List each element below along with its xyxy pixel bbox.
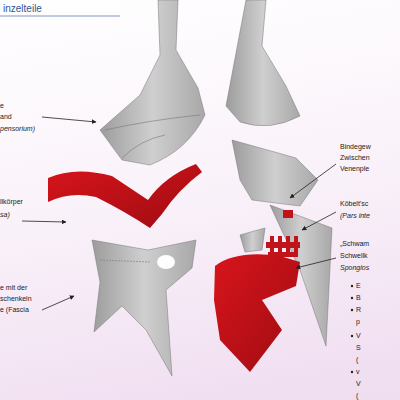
title-rule [0,16,120,17]
part-label: ( [356,356,358,364]
part-label: Köbelt'sc [340,200,368,208]
part-label: ( [356,392,358,400]
part-label: E [356,282,361,290]
leader-lines [22,117,336,310]
part-label: Spongios [340,264,369,272]
part-label: B [356,294,361,302]
part-label: „Schwam [340,240,369,248]
part-label: R [356,306,361,314]
part-label: Zwischen [340,154,370,162]
part-label: schenkeln [0,295,32,303]
tunica-top-left [100,0,205,165]
part-label: e (Fascia [0,306,29,314]
part-label: v [356,368,360,376]
part-label: sa) [0,211,10,219]
part-label: e mit der [0,284,27,292]
venous-plexus [266,210,300,257]
part-label: S [356,344,361,352]
part-label: p [356,318,360,326]
part-label: e [0,102,4,110]
part-label: llkörper [0,198,23,206]
part-label: pensorium) [0,125,35,133]
bullets [351,285,353,373]
part-label: and [0,113,12,121]
part-label: V [356,332,361,340]
part-label: V [356,380,361,388]
corpus-cavernosum-left [48,164,202,228]
corpus-spongiosum-right [214,254,300,372]
part-label: Bindegew [340,143,371,151]
fascia-left [92,240,196,376]
part-label: Venenple [340,165,369,173]
part-label: (Pars inte [340,212,370,220]
slide-title: inzelteile [3,3,42,14]
part-label: Schwellk [340,252,368,260]
